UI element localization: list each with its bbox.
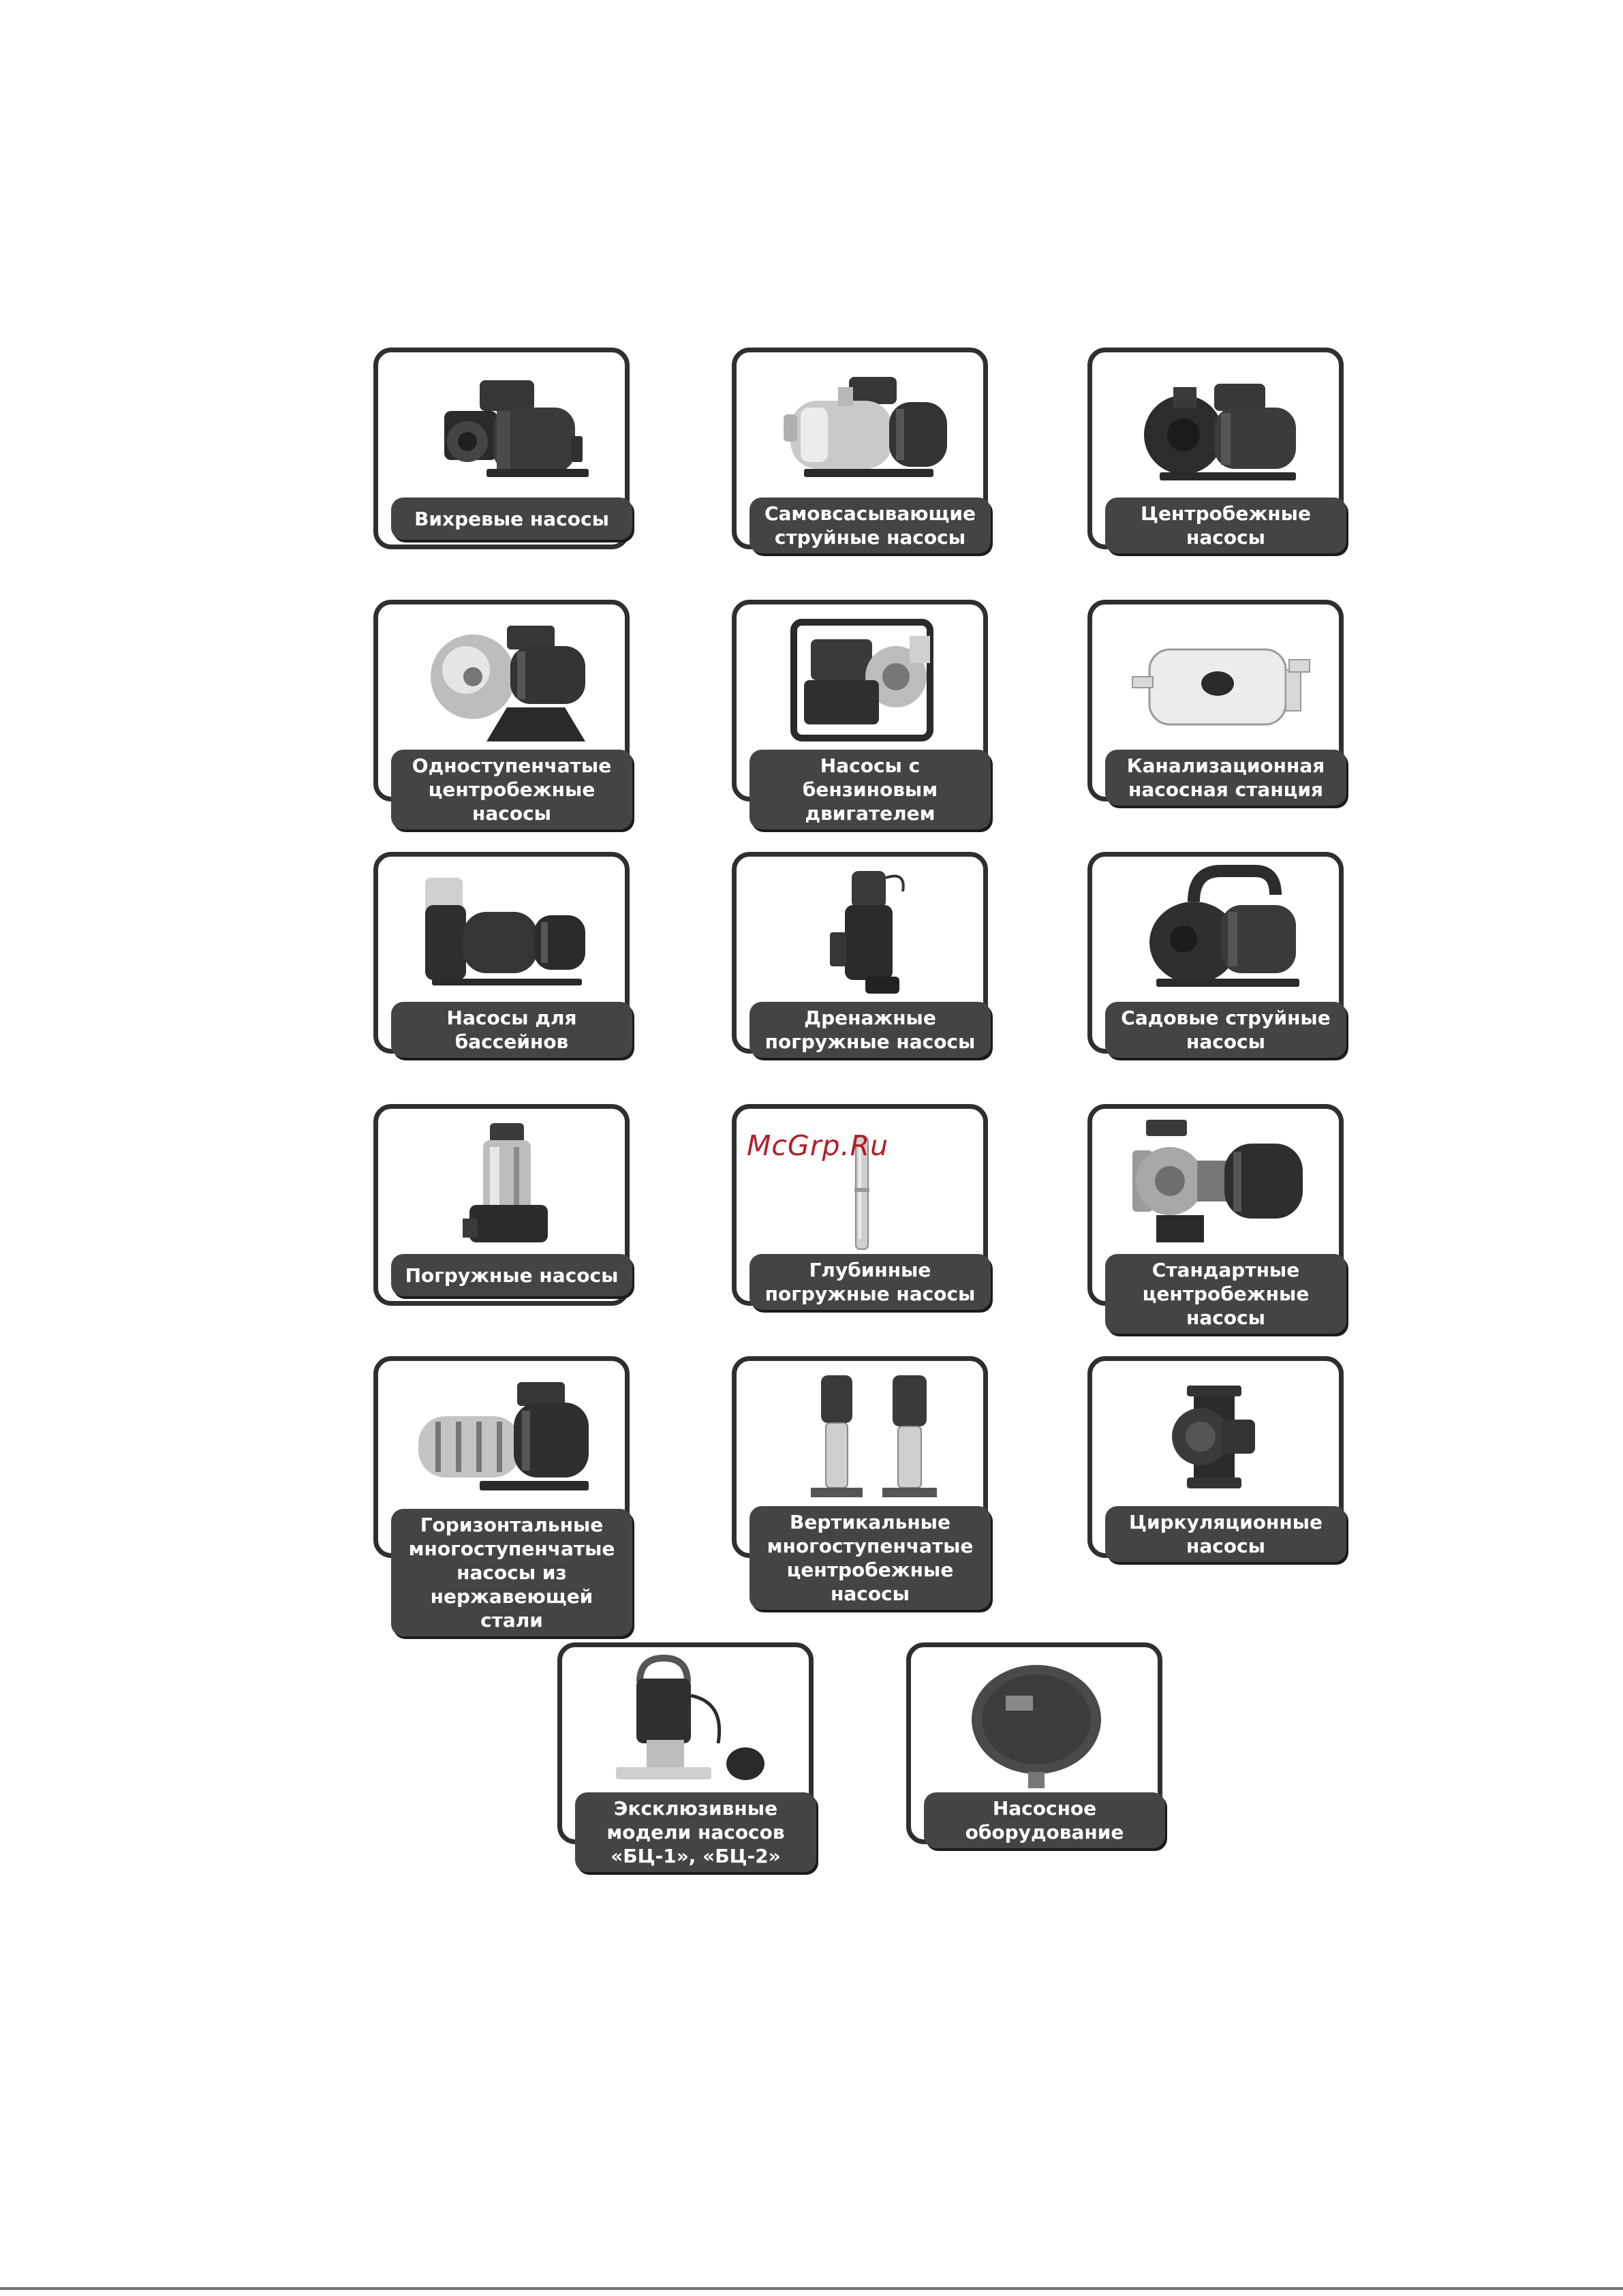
category-label: Циркуляционные насосы: [1105, 1506, 1346, 1562]
submersible-pump-icon: [463, 1123, 548, 1242]
category-label: Эксклюзивные модели насосов «БЦ-1», «БЦ-…: [575, 1792, 816, 1872]
category-card-pool[interactable]: Насосы для бассейнов: [373, 852, 632, 1058]
page-bottom-line: [0, 2287, 1623, 2290]
circulation-pump-icon: [1172, 1386, 1255, 1488]
category-label: Насосное оборудование: [924, 1792, 1165, 1848]
horizontal-multistage-pump-icon: [418, 1382, 589, 1490]
pump-equipment-tank-icon: [972, 1665, 1101, 1788]
category-card-deep-well[interactable]: Глубинные погружные насосы: [732, 1104, 991, 1310]
category-label: Насосы с бензиновым двигателем: [749, 750, 991, 829]
vertical-multistage-pump-icon: [811, 1375, 937, 1497]
category-label: Одноступенчатые центробежные насосы: [391, 750, 632, 829]
category-label: Насосы для бассейнов: [391, 1002, 632, 1058]
category-label: Вихревые насосы: [391, 498, 632, 540]
pool-pump-icon: [425, 878, 585, 985]
category-label: Погружные насосы: [391, 1254, 632, 1296]
category-card-exclusive[interactable]: Эксклюзивные модели насосов «БЦ-1», «БЦ-…: [557, 1642, 816, 1872]
category-card-horizontal-multistage[interactable]: Горизонтальные многоступенчатые насосы и…: [373, 1356, 632, 1636]
centrifugal-pump-icon: [1144, 384, 1296, 480]
single-stage-centrifugal-pump-icon: [431, 626, 585, 741]
category-label: Вертикальные многоступенчатые центробежн…: [749, 1506, 991, 1610]
category-card-vortex[interactable]: Вихревые насосы: [373, 348, 632, 549]
category-label: Центробежные насосы: [1105, 498, 1346, 553]
deep-well-submersible-pump-icon: [854, 1136, 869, 1250]
self-priming-jet-pump-icon: [784, 377, 947, 477]
drainage-submersible-pump-icon: [830, 871, 905, 994]
category-card-drainage[interactable]: Дренажные погружные насосы: [732, 852, 991, 1058]
category-card-standard[interactable]: Стандартные центробежные насосы: [1087, 1104, 1346, 1334]
gasoline-engine-pump-icon: [790, 619, 933, 741]
category-label: Стандартные центробежные насосы: [1105, 1254, 1346, 1334]
category-label: Горизонтальные многоступенчатые насосы и…: [391, 1509, 632, 1636]
category-card-sewage[interactable]: Канализационная насосная станция: [1087, 600, 1346, 806]
category-card-centrifugal[interactable]: Центробежные насосы: [1087, 348, 1346, 553]
watermark-text: McGrp.Ru: [747, 1129, 889, 1162]
category-card-garden[interactable]: Садовые струйные насосы: [1087, 852, 1346, 1058]
vortex-pump-icon: [444, 380, 589, 477]
category-label: Самовсасывающие струйные насосы: [749, 498, 991, 553]
category-label: Канализационная насосная станция: [1105, 750, 1346, 806]
category-label: Дренажные погружные насосы: [749, 1002, 991, 1058]
category-label: Глубинные погружные насосы: [749, 1254, 991, 1310]
garden-jet-pump-icon: [1149, 865, 1299, 987]
category-card-equipment[interactable]: Насосное оборудование: [906, 1642, 1165, 1848]
exclusive-bc-pump-icon: [616, 1655, 764, 1780]
category-card-single-stage[interactable]: Одноступенчатые центробежные насосы: [373, 600, 632, 829]
standard-centrifugal-pump-icon: [1132, 1120, 1303, 1242]
sewage-pump-station-icon: [1132, 648, 1310, 726]
category-label: Садовые струйные насосы: [1105, 1002, 1346, 1058]
category-card-gasoline[interactable]: Насосы с бензиновым двигателем: [732, 600, 991, 829]
category-card-circulation[interactable]: Циркуляционные насосы: [1087, 1356, 1346, 1562]
category-card-self-priming[interactable]: Самовсасывающие струйные насосы: [732, 348, 991, 553]
category-card-submersible[interactable]: Погружные насосы: [373, 1104, 632, 1306]
category-card-vertical-multistage[interactable]: Вертикальные многоступенчатые центробежн…: [732, 1356, 991, 1610]
